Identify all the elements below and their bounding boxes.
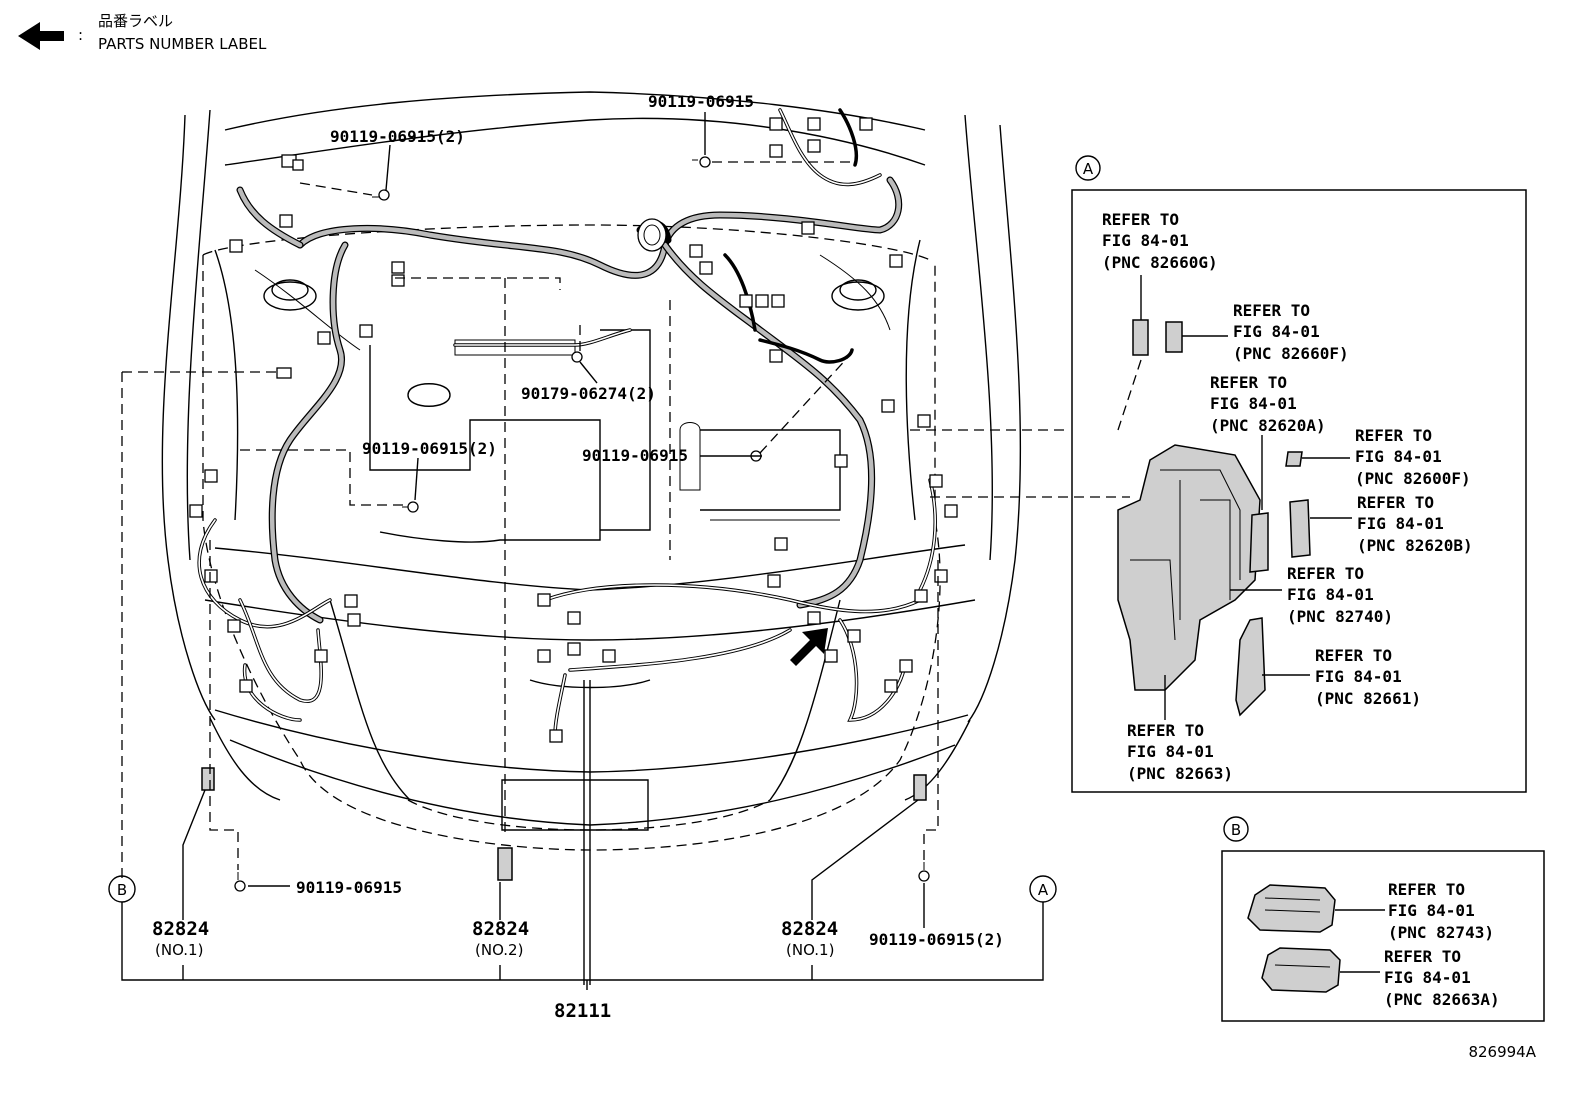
- ref-82661: REFER TO FIG 84-01 (PNC 82661): [1315, 646, 1421, 708]
- ref-82740: REFER TO FIG 84-01 (PNC 82740): [1287, 564, 1393, 626]
- inset-a: A REFER TO FIG 84-01 (PNC 82660G) REFER …: [1071, 155, 1527, 793]
- svg-text:FIG 84-01: FIG 84-01: [1210, 394, 1297, 413]
- ref-82620b: REFER TO FIG 84-01 (PNC 82620B): [1357, 493, 1473, 555]
- bolt-icon: [571, 351, 583, 363]
- label-location-arrow-icon: [790, 628, 828, 666]
- svg-text:FIG 84-01: FIG 84-01: [1127, 742, 1214, 761]
- callout-leaders: [121, 112, 1044, 990]
- svg-text:B: B: [117, 881, 127, 899]
- ref-82660f: REFER TO FIG 84-01 (PNC 82660F): [1233, 301, 1349, 363]
- svg-text:(PNC 82660G): (PNC 82660G): [1102, 253, 1218, 272]
- svg-text:REFER TO: REFER TO: [1210, 373, 1287, 392]
- svg-text:FIG 84-01: FIG 84-01: [1357, 514, 1444, 533]
- vehicle-body-outline: [161, 91, 1022, 851]
- svg-text:FIG 84-01: FIG 84-01: [1102, 231, 1189, 250]
- parts-number-label-legend: : 品番ラベル PARTS NUMBER LABEL: [18, 12, 267, 53]
- cowl-brackets: [201, 767, 927, 881]
- svg-text:REFER TO: REFER TO: [1102, 210, 1179, 229]
- bolt-icon: [918, 862, 930, 882]
- svg-text:(PNC 82663): (PNC 82663): [1127, 764, 1233, 783]
- ref-82600f: REFER TO FIG 84-01 (PNC 82600F): [1355, 426, 1471, 488]
- callout-bolt-bottom-left: 90119-06915: [296, 878, 402, 897]
- svg-text:FIG 84-01: FIG 84-01: [1287, 585, 1374, 604]
- main-harness-part-number: 82111: [554, 1000, 611, 1022]
- svg-text:(PNC 82743): (PNC 82743): [1388, 923, 1494, 942]
- inset-b: B REFER TO FIG 84-01 (PNC 82743) REFER T…: [1221, 816, 1545, 1022]
- svg-text:(PNC 82663A): (PNC 82663A): [1384, 990, 1500, 1009]
- legend-colon: :: [78, 26, 83, 44]
- svg-text:FIG 84-01: FIG 84-01: [1388, 901, 1475, 920]
- svg-text:REFER TO: REFER TO: [1357, 493, 1434, 512]
- ref-82620a: REFER TO FIG 84-01 (PNC 82620A): [1210, 373, 1326, 435]
- bolt-icon: [234, 872, 246, 892]
- label-arrow-icon: [18, 22, 64, 50]
- svg-text:REFER TO: REFER TO: [1127, 721, 1204, 740]
- callout-bolt-mid-left: 90119-06915(2): [362, 439, 497, 458]
- ref-82663a: REFER TO FIG 84-01 (PNC 82663A): [1384, 947, 1500, 1009]
- svg-text:FIG 84-01: FIG 84-01: [1315, 667, 1402, 686]
- part-sub-center: (NO.2): [475, 941, 523, 959]
- part-sub-left: (NO.1): [155, 941, 203, 959]
- svg-text:(PNC 82740): (PNC 82740): [1287, 607, 1393, 626]
- svg-text:REFER TO: REFER TO: [1388, 880, 1465, 899]
- legend-label-en: PARTS NUMBER LABEL: [98, 35, 267, 53]
- part-number-right: 82824: [781, 918, 838, 940]
- legend-label-jp: 品番ラベル: [98, 12, 173, 30]
- svg-text:REFER TO: REFER TO: [1355, 426, 1432, 445]
- svg-text:(PNC 82660F): (PNC 82660F): [1233, 344, 1349, 363]
- callout-clip-center: 90179-06274(2): [521, 384, 656, 403]
- marker-a: A: [1029, 875, 1057, 903]
- svg-text:REFER TO: REFER TO: [1287, 564, 1364, 583]
- marker-b: B: [108, 875, 136, 903]
- svg-text:A: A: [1038, 881, 1049, 899]
- bolt-icon: [402, 501, 419, 513]
- part-sub-right: (NO.1): [786, 941, 834, 959]
- svg-text:REFER TO: REFER TO: [1315, 646, 1392, 665]
- fuse-block-82663a: [1261, 947, 1341, 993]
- relay-block: [1117, 444, 1261, 691]
- svg-text:(PNC 82620B): (PNC 82620B): [1357, 536, 1473, 555]
- inset-b-marker: B: [1231, 821, 1241, 839]
- svg-text:(PNC 82620A): (PNC 82620A): [1210, 416, 1326, 435]
- bolt-icon: [372, 189, 390, 201]
- callout-bolt-bottom-right: 90119-06915(2): [869, 930, 1004, 949]
- svg-text:(PNC 82661): (PNC 82661): [1315, 689, 1421, 708]
- callout-bolt-top-left: 90119-06915(2): [330, 127, 465, 146]
- svg-text:FIG 84-01: FIG 84-01: [1384, 968, 1471, 987]
- svg-text:FIG 84-01: FIG 84-01: [1355, 447, 1442, 466]
- callout-bolt-mid-center: 90119-06915: [582, 446, 688, 465]
- figure-id: 826994A: [1468, 1043, 1536, 1061]
- svg-text:REFER TO: REFER TO: [1233, 301, 1310, 320]
- ref-82660g: REFER TO FIG 84-01 (PNC 82660G): [1102, 210, 1218, 272]
- svg-text:REFER TO: REFER TO: [1384, 947, 1461, 966]
- part-number-left: 82824: [152, 918, 209, 940]
- part-number-center: 82824: [472, 918, 529, 940]
- svg-text:FIG 84-01: FIG 84-01: [1233, 322, 1320, 341]
- ref-82663: REFER TO FIG 84-01 (PNC 82663): [1127, 721, 1233, 783]
- bolt-icon: [692, 156, 711, 168]
- bolts: [234, 156, 930, 892]
- svg-text:(PNC 82600F): (PNC 82600F): [1355, 469, 1471, 488]
- ref-82743: REFER TO FIG 84-01 (PNC 82743): [1388, 880, 1494, 942]
- engine-room-main-wire-harness: [189, 108, 958, 743]
- fuse-block-82743: [1247, 884, 1336, 933]
- dashed-leader-lines: [121, 161, 1130, 878]
- callout-bolt-top-center: 90119-06915: [648, 92, 754, 111]
- inset-a-marker: A: [1083, 160, 1094, 178]
